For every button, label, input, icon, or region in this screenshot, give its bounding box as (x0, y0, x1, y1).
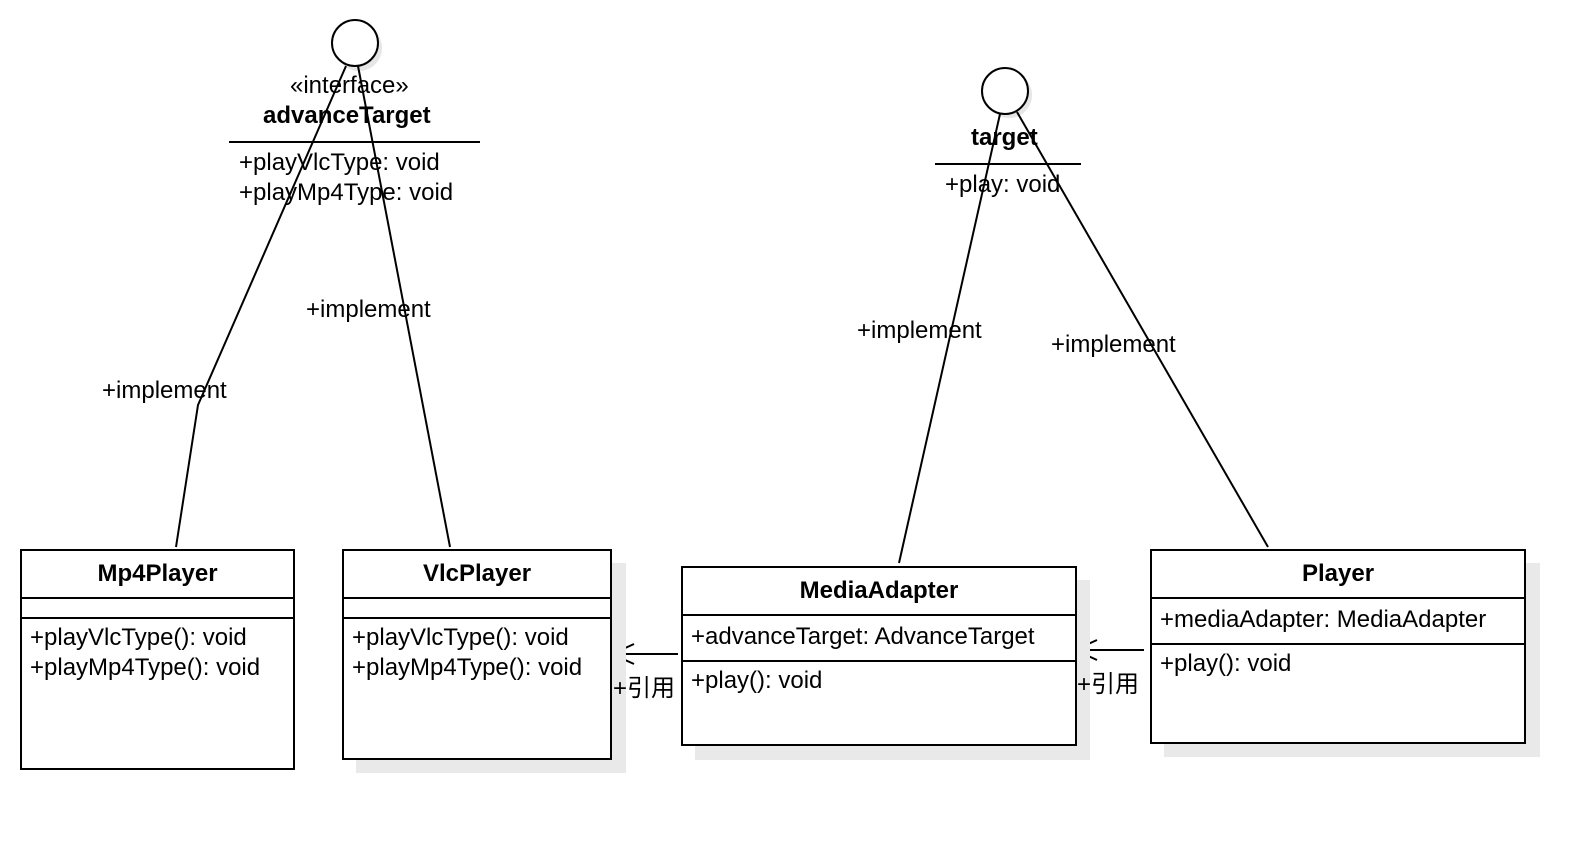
mp4player-operations: +playVlcType(): void +playMp4Type(): voi… (22, 619, 293, 687)
target-interface-icon (981, 67, 1029, 115)
player-operations: +play(): void (1152, 645, 1524, 683)
mp4-implement-label: +implement (102, 377, 227, 404)
vlcplayer-attributes (344, 599, 610, 619)
mediaadapter-operations: +play(): void (683, 662, 1075, 700)
vlc-implement-line (357, 65, 451, 548)
advance-target-divider (229, 141, 480, 143)
advance-target-name: advanceTarget (263, 102, 431, 129)
adapter-ref-label: +引用 (613, 675, 676, 702)
target-name: target (971, 124, 1038, 151)
mp4player-class[interactable]: Mp4Player +playVlcType(): void +playMp4T… (20, 549, 295, 770)
mp4player-operation: +playVlcType(): void (30, 624, 247, 651)
advance-target-member: +playMp4Type: void (239, 179, 454, 206)
mediaadapter-class[interactable]: MediaAdapter +advanceTarget: AdvanceTarg… (681, 566, 1077, 746)
player-implement-label: +implement (1051, 331, 1176, 358)
vlcplayer-operation: +playVlcType(): void (352, 624, 569, 651)
mediaadapter-class-name: MediaAdapter (683, 568, 1075, 616)
vlcplayer-class-name: VlcPlayer (344, 551, 610, 599)
mp4player-operation: +playMp4Type(): void (30, 654, 261, 681)
target-member: +play: void (945, 171, 1061, 198)
advance-target-stereotype: «interface» (290, 72, 409, 99)
adapter-implement-label: +implement (857, 317, 982, 344)
adapter-implement-line (898, 113, 1001, 564)
vlcplayer-class[interactable]: VlcPlayer +playVlcType(): void +playMp4T… (342, 549, 612, 760)
player-attribute: +mediaAdapter: MediaAdapter (1160, 606, 1487, 633)
player-ref-label: +引用 (1077, 671, 1140, 698)
advance-target-member: +playVlcType: void (239, 149, 440, 176)
vlcplayer-operations: +playVlcType(): void +playMp4Type(): voi… (344, 619, 610, 687)
mp4player-attributes (22, 599, 293, 619)
mediaadapter-attributes: +advanceTarget: AdvanceTarget (683, 616, 1075, 662)
mp4player-class-name: Mp4Player (22, 551, 293, 599)
player-operation: +play(): void (1160, 650, 1292, 677)
target-divider (935, 163, 1081, 165)
vlc-implement-label: +implement (306, 296, 431, 323)
player-implement-line (1016, 111, 1269, 548)
mp4-implement-line (175, 65, 347, 548)
mediaadapter-attribute: +advanceTarget: AdvanceTarget (691, 623, 1035, 650)
advance-target-interface-icon (331, 19, 379, 67)
player-attributes: +mediaAdapter: MediaAdapter (1152, 599, 1524, 645)
vlcplayer-operation: +playMp4Type(): void (352, 654, 583, 681)
player-class[interactable]: Player +mediaAdapter: MediaAdapter +play… (1150, 549, 1526, 744)
player-class-name: Player (1152, 551, 1524, 599)
mediaadapter-operation: +play(): void (691, 667, 823, 694)
